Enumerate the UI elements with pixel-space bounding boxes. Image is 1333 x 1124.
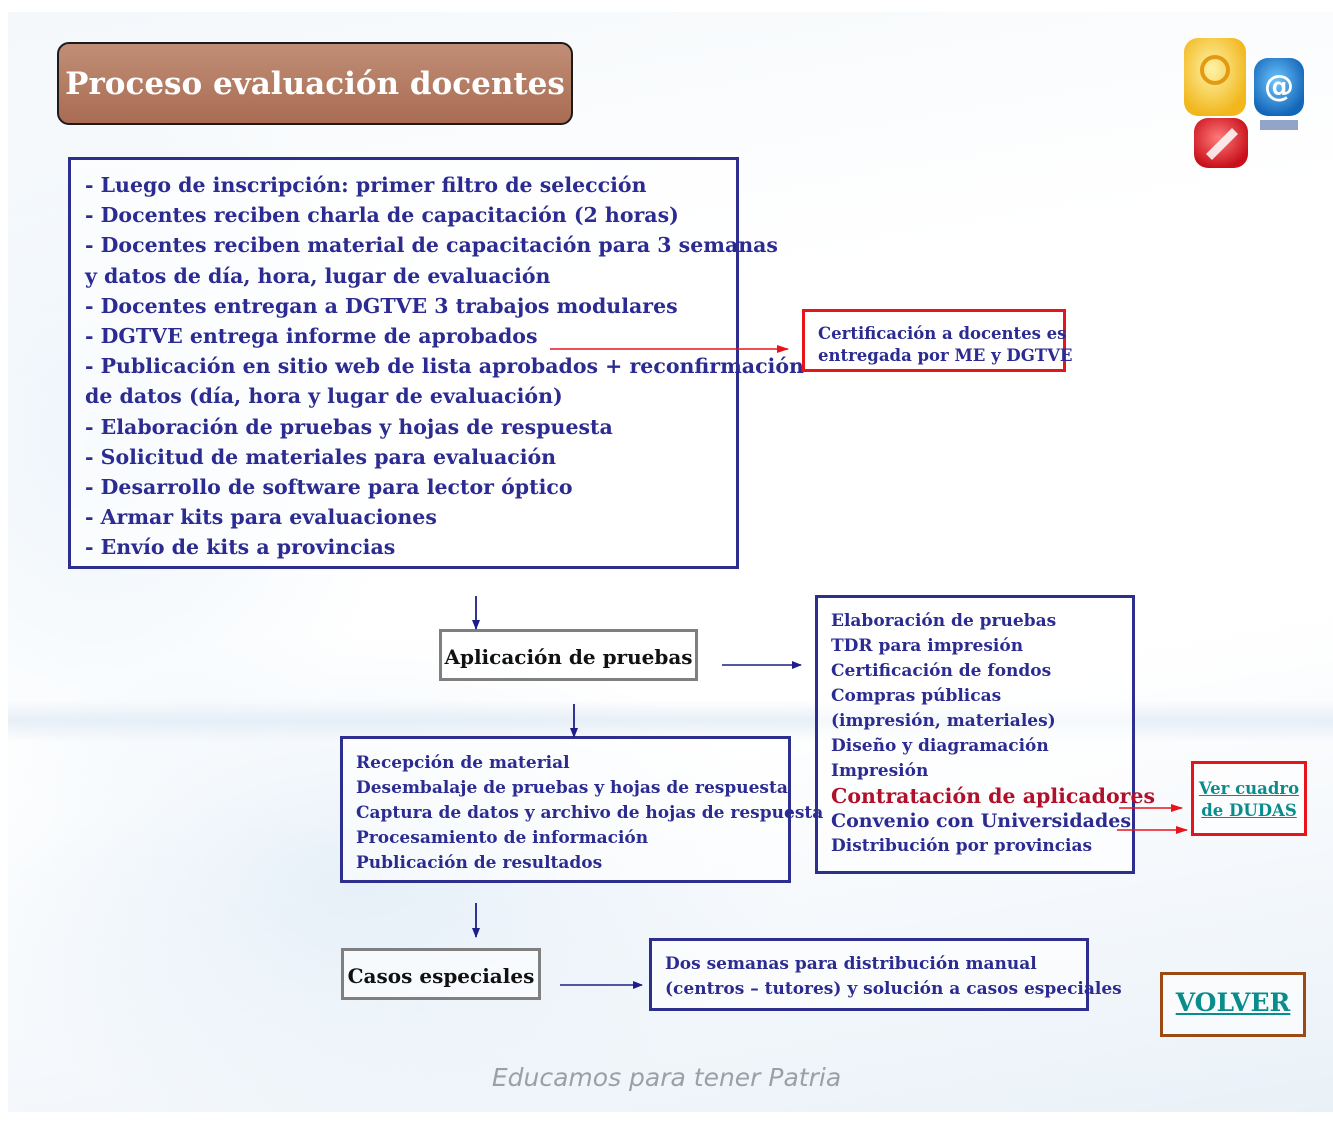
ministry-logo-icon: @ xyxy=(1184,38,1304,168)
step-line: - Docentes reciben material de capacitac… xyxy=(85,233,778,258)
step-line: - DGTVE entrega informe de aprobados xyxy=(85,324,538,349)
step-line: - Armar kits para evaluaciones xyxy=(85,505,437,530)
volver-button[interactable]: VOLVER xyxy=(1160,972,1306,1037)
svg-text:@: @ xyxy=(1264,69,1294,104)
step-line: y datos de día, hora, lugar de evaluació… xyxy=(85,263,551,288)
page-title-box: Proceso evaluación docentes xyxy=(57,42,573,125)
aplicacion-pruebas-box: Aplicación de pruebas xyxy=(439,629,698,681)
task-line: Distribución por provincias xyxy=(831,836,1093,856)
casos-detail-line: (centros – tutores) y solución a casos e… xyxy=(665,979,1122,999)
page-title: Proceso evaluación docentes xyxy=(65,66,565,102)
step-line: - Docentes reciben charla de capacitació… xyxy=(85,203,679,228)
step-line: - Elaboración de pruebas y hojas de resp… xyxy=(85,414,613,439)
task-highlight: Contratación de aplicadores xyxy=(831,784,1156,808)
dudas-link-line[interactable]: Ver cuadro xyxy=(1198,779,1300,798)
task-line: Diseño y diagramación xyxy=(831,736,1049,756)
step-line: - Desarrollo de software para lector ópt… xyxy=(85,475,573,500)
processing-line: Recepción de material xyxy=(356,753,570,773)
casos-especiales-label: Casos especiales xyxy=(347,964,535,988)
tasks-box: Elaboración de pruebas TDR para impresió… xyxy=(815,595,1155,874)
step-line: - Docentes entregan a DGTVE 3 trabajos m… xyxy=(85,293,678,318)
processing-line: Publicación de resultados xyxy=(356,853,603,873)
casos-especiales-box: Casos especiales xyxy=(341,948,541,1000)
certification-line: entregada por ME y DGTVE xyxy=(818,346,1073,365)
task-line: TDR para impresión xyxy=(831,636,1024,656)
task-line: Elaboración de pruebas xyxy=(831,611,1057,631)
casos-detail-line: Dos semanas para distribución manual xyxy=(665,954,1037,974)
task-line: Compras públicas xyxy=(831,686,1002,706)
processing-line: Desembalaje de pruebas y hojas de respue… xyxy=(356,778,788,798)
task-line: Certificación de fondos xyxy=(831,661,1052,681)
certification-line: Certificación a docentes es xyxy=(818,324,1067,343)
dudas-link-box[interactable]: Ver cuadro de DUDAS xyxy=(1191,761,1307,836)
step-line: - Luego de inscripción: primer filtro de… xyxy=(85,173,647,197)
step-line: de datos (día, hora y lugar de evaluació… xyxy=(85,384,563,409)
processing-box: Recepción de material Desembalaje de pru… xyxy=(340,736,823,883)
aplicacion-pruebas-label: Aplicación de pruebas xyxy=(444,645,693,669)
volver-link[interactable]: VOLVER xyxy=(1175,988,1291,1017)
processing-line: Procesamiento de información xyxy=(356,828,649,848)
certification-box: Certificación a docentes es entregada po… xyxy=(802,309,1072,372)
dudas-link[interactable]: Ver cuadro de DUDAS xyxy=(1194,778,1304,822)
step-line: - Solicitud de materiales para evaluació… xyxy=(85,444,557,469)
step-line: - Publicación en sitio web de lista apro… xyxy=(85,354,804,379)
step-line: - Envío de kits a provincias xyxy=(85,535,396,560)
main-steps-box: - Luego de inscripción: primer filtro de… xyxy=(68,157,804,569)
task-convenio: Convenio con Universidades xyxy=(831,810,1132,832)
footer-slogan: Educamos para tener Patria xyxy=(491,1063,842,1092)
task-line: Impresión xyxy=(831,761,929,781)
processing-line: Captura de datos y archivo de hojas de r… xyxy=(356,803,824,823)
casos-detail-box: Dos semanas para distribución manual (ce… xyxy=(649,938,1122,1011)
task-line: (impresión, materiales) xyxy=(831,711,1056,731)
dudas-link-line[interactable]: de DUDAS xyxy=(1201,801,1297,820)
